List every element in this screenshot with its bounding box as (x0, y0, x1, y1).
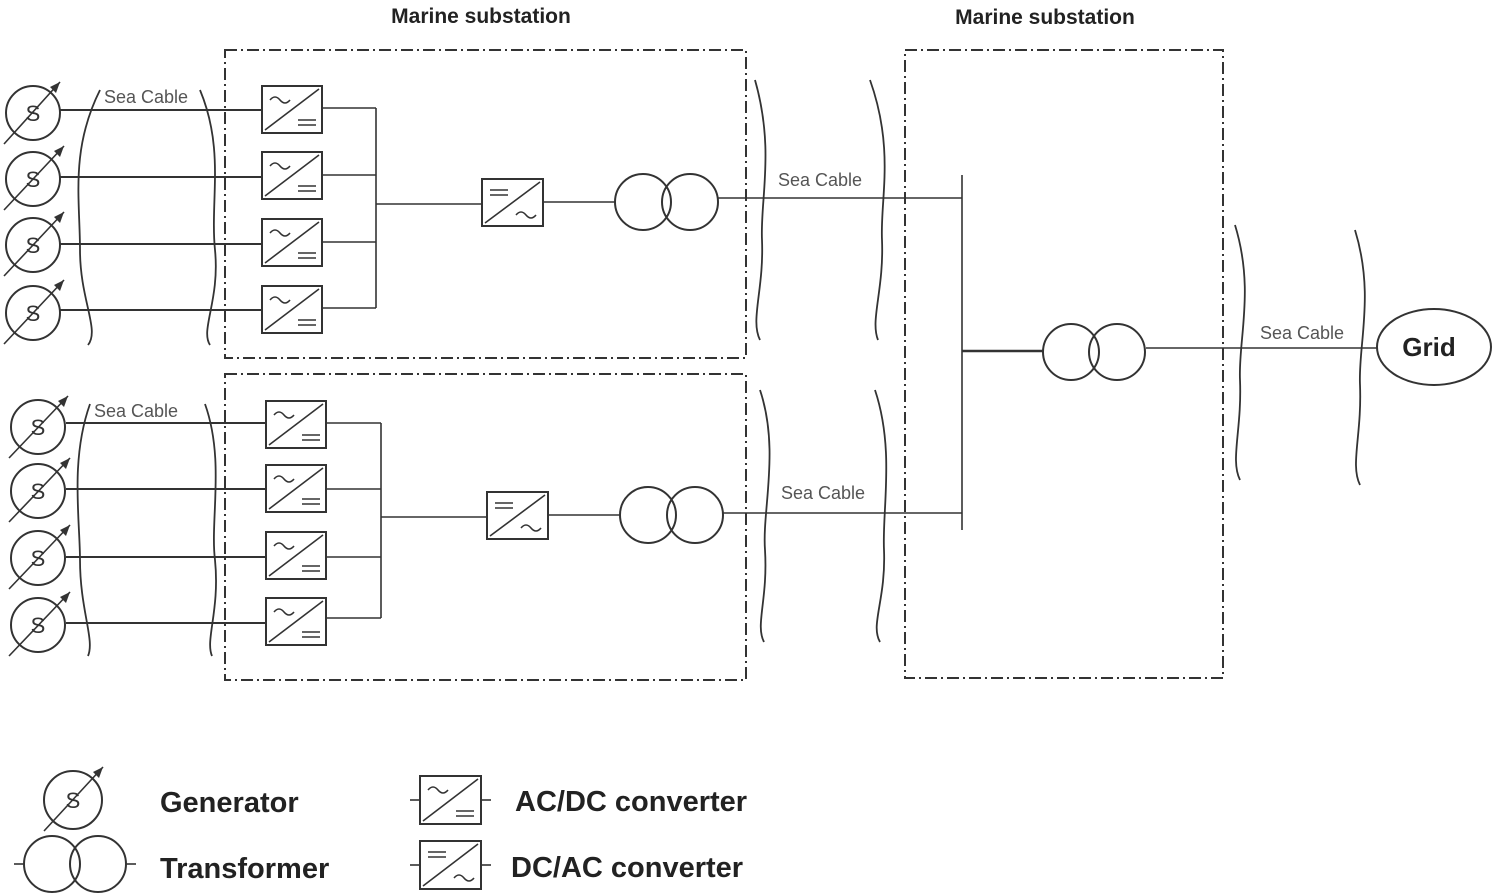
sea-cable-label-gen-top: Sea Cable (104, 87, 188, 107)
grid-connection (961, 175, 1378, 530)
legend-acdc-label: AC/DC converter (515, 786, 747, 818)
lower-branch (66, 422, 962, 624)
legend-dcac-label: DC/AC converter (511, 852, 743, 884)
upper-branch (60, 107, 962, 311)
acdc-converter-icon (410, 775, 491, 825)
substation-box-lower (224, 373, 747, 681)
legend-transformer-label: Transformer (160, 853, 329, 885)
dcac-converter-icon (481, 178, 544, 227)
acdc-converter-icon (265, 464, 327, 513)
acdc-converter-icon (261, 285, 323, 334)
transformer-icon (14, 835, 136, 893)
generator-icon: S (3, 211, 65, 277)
legend-generator-label: Generator (160, 787, 299, 819)
svg-text:Grid: Grid (1402, 332, 1455, 362)
dcac-converter-icon (410, 840, 491, 890)
generator-icon: S (43, 766, 104, 832)
acdc-converter-icon (265, 597, 327, 646)
substation-box-right (904, 49, 1224, 679)
generator-icon: S (8, 457, 71, 523)
transformer-icon (619, 486, 724, 544)
sea-cable-label-link-bottom: Sea Cable (781, 483, 865, 503)
generator-icon: S (8, 395, 69, 459)
generator-icon: S (8, 591, 71, 657)
acdc-converter-icon (265, 531, 327, 580)
legend: S Generator Transformer AC/DC converter (14, 766, 747, 893)
generator-icon: S (3, 145, 65, 211)
transformer-icon (614, 173, 719, 231)
sea-cable-marks (76, 79, 1366, 657)
transformer-icon (1042, 323, 1146, 381)
substation-box-upper (224, 49, 747, 359)
acdc-converter-icon (261, 85, 323, 134)
acdc-converter-icon (261, 151, 323, 200)
generator-icon: S (3, 81, 61, 145)
sea-cable-label-grid: Sea Cable (1260, 323, 1344, 343)
svg-text:S: S (26, 101, 41, 126)
sea-cable-label-gen-bottom: Sea Cable (94, 401, 178, 421)
generator-icon: S (8, 524, 71, 590)
acdc-converter-icon (261, 218, 323, 267)
dcac-converter-icon (486, 491, 549, 540)
generator-icon: S (3, 279, 65, 345)
grid-node: Grid (1376, 308, 1492, 386)
substation-title-left: Marine substation (391, 5, 571, 28)
acdc-converter-icon (265, 400, 327, 449)
substation-title-right: Marine substation (955, 6, 1135, 29)
sea-cable-label-link-top: Sea Cable (778, 170, 862, 190)
